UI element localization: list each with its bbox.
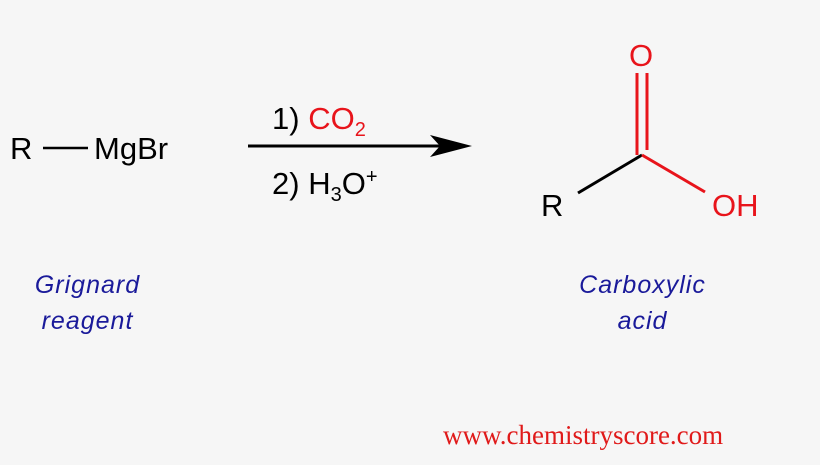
step2-prefix: 2) <box>272 166 300 201</box>
r-c-bond <box>577 153 643 195</box>
watermark-url: www.chemistryscore.com <box>443 420 724 450</box>
hydronium-formula: H3O+ <box>308 166 378 206</box>
co2-formula: CO2 <box>308 101 366 141</box>
reactant-mgbr: MgBr <box>94 131 169 166</box>
reagent-step-1: 1) CO2 <box>272 101 366 141</box>
product-label-line2: acid <box>617 307 668 335</box>
reagent-step-2: 2) H3O+ <box>272 166 378 206</box>
reactant-label-line2: reagent <box>41 307 134 335</box>
product-label: Carboxylic acid <box>560 273 725 334</box>
product-r-group: R <box>541 188 564 223</box>
product-hydroxyl: OH <box>712 188 759 223</box>
reaction-arrow-icon <box>248 135 472 157</box>
reactant-label: Grignard reagent <box>10 273 165 334</box>
reactant-r-group: R <box>10 131 33 166</box>
product-carbonyl-oxygen: O <box>629 38 654 73</box>
reactant-label-line1: Grignard <box>34 271 141 299</box>
c-oh-bond <box>641 153 706 194</box>
product-label-line1: Carboxylic <box>579 271 706 299</box>
step1-prefix: 1) <box>272 101 300 136</box>
